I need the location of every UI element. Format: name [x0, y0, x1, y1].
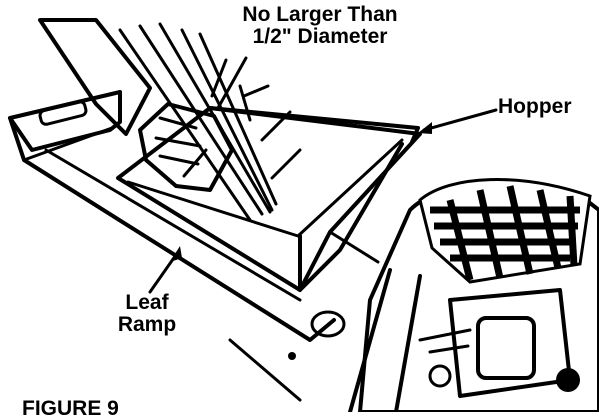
size-limit-line2: 1/2" Diameter — [252, 25, 388, 49]
leaf-ramp-line1: Leaf — [125, 291, 169, 314]
hopper-arrow-icon — [418, 122, 432, 134]
hopper-callout: Hopper — [498, 95, 572, 118]
leaf-ramp-arrow-icon — [170, 246, 182, 262]
callout-leaders — [148, 56, 498, 294]
roller — [310, 310, 346, 338]
leaf-ramp-chute — [8, 90, 336, 402]
hand-with-branches — [38, 18, 302, 222]
engine-assembly — [348, 178, 599, 412]
hopper — [116, 106, 422, 292]
leaf-ramp-callout: Leaf Ramp — [104, 291, 190, 337]
size-limit-callout: No Larger Than 1/2" Diameter — [205, 3, 435, 49]
size-limit-line1: No Larger Than — [242, 3, 398, 26]
leaf-ramp-line2: Ramp — [117, 313, 177, 337]
figure-label: FIGURE 9 — [22, 397, 119, 420]
